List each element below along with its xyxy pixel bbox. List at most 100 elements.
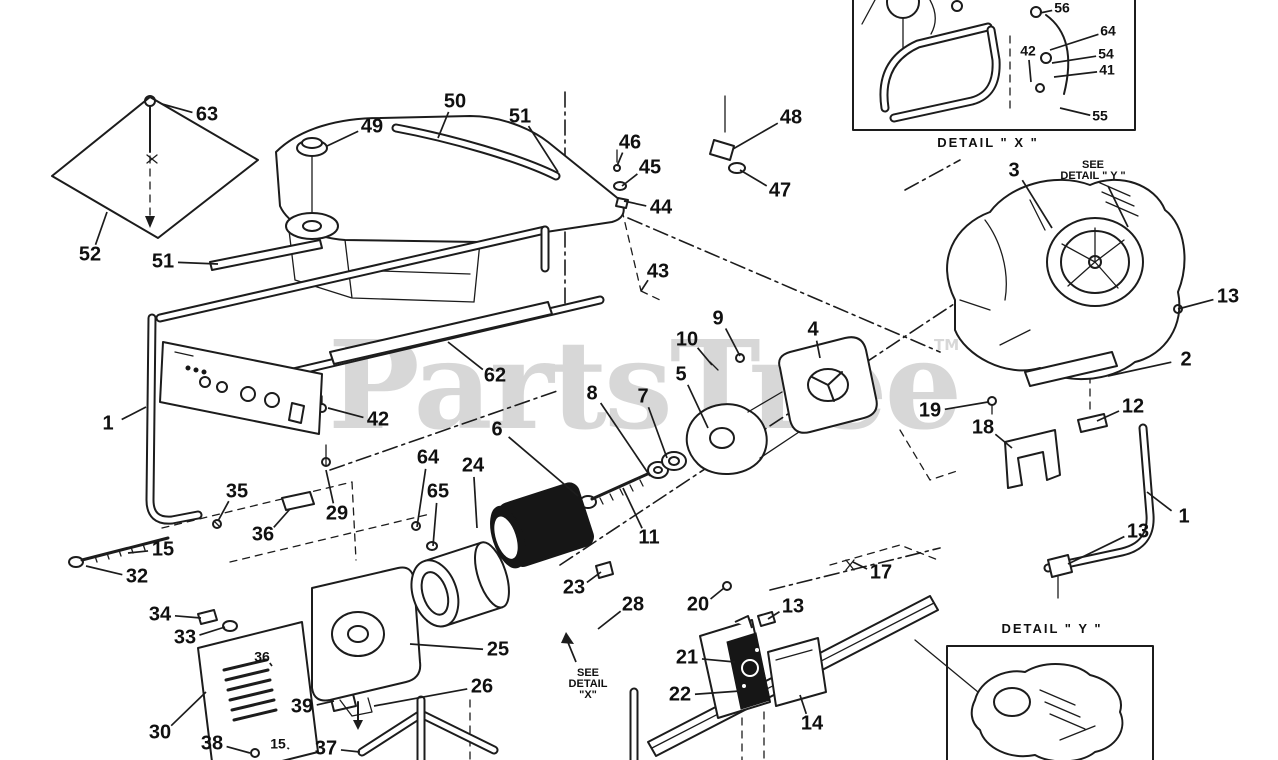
detail-y-caption: DETAIL " Y ": [1001, 621, 1102, 636]
detail-y-box: DETAIL " Y ": [914, 621, 1154, 760]
leader-line-38: [226, 745, 251, 754]
part-label-41: 41: [1099, 62, 1115, 78]
leader-line-50: [437, 111, 450, 139]
part-label-47: 47: [769, 179, 791, 201]
leader-line-65: [432, 502, 438, 547]
sheet-panel-outline: [51, 95, 259, 239]
part-label-26: 26: [471, 675, 493, 697]
part-label-19: 19: [919, 399, 941, 421]
leader-line-44: [623, 200, 647, 207]
leader-line-43: [640, 279, 649, 292]
leader-line-9: [724, 328, 741, 357]
leader-line-35: [217, 500, 230, 522]
see-detail-x-leader: [566, 639, 577, 663]
part-label-34: 34: [149, 603, 172, 625]
part-label-18: 18: [972, 416, 994, 438]
part-label-9: 9: [712, 307, 723, 329]
leader-line-1: [1146, 491, 1173, 512]
part-label-38: 38: [201, 732, 223, 754]
see-detail-y-leader: [1107, 185, 1129, 228]
leader-line-7: [647, 406, 668, 459]
part-label-29: 29: [326, 502, 348, 524]
leader-line-3: [1021, 179, 1053, 229]
part-label-48: 48: [780, 106, 802, 128]
engine-mount-outline: [987, 304, 1183, 599]
part-label-10: 10: [676, 328, 698, 350]
part-label-63: 63: [196, 103, 218, 125]
part-label-54: 54: [1098, 46, 1114, 62]
muffler-outline: [699, 559, 855, 719]
part-label-14: 14: [801, 712, 824, 734]
leader-line-64: [1049, 33, 1099, 51]
leader-line-1: [121, 406, 147, 421]
leader-line-19: [944, 401, 989, 411]
part-label-11: 11: [638, 526, 659, 548]
leader-line-41: [1053, 71, 1098, 78]
carburetor-parts-outline: [579, 336, 878, 509]
stand-bracket-outline: [357, 695, 499, 760]
part-label-2: 2: [1180, 348, 1191, 370]
part-label-33: 33: [174, 626, 196, 648]
leader-line-51: [177, 261, 219, 265]
part-label-64: 64: [417, 446, 440, 468]
part-label-36: 36: [254, 649, 270, 665]
leader-line-36: [273, 508, 291, 528]
part-label-56: 56: [1054, 0, 1070, 16]
leader-line-37: [340, 749, 361, 753]
part-label-4: 4: [807, 318, 819, 340]
leader-line-32: [85, 565, 123, 576]
leader-line-20: [710, 587, 725, 600]
leader-line-49: [326, 130, 359, 147]
leader-line-54: [1051, 55, 1097, 64]
leader-line-56: [1039, 9, 1053, 14]
leader-line-42: [1028, 59, 1032, 83]
leader-line-33: [199, 626, 226, 636]
leader-line-13: [767, 611, 780, 620]
fuel-tank-outline: [209, 115, 625, 303]
part-label-45: 45: [639, 156, 661, 178]
part-label-1: 1: [1178, 505, 1189, 527]
leader-line-55: [1059, 107, 1091, 117]
part-label-65: 65: [427, 480, 449, 502]
control-panel-outline: [159, 341, 323, 435]
part-label-37: 37: [315, 737, 337, 759]
leader-line-25: [409, 643, 484, 651]
part-label-13: 13: [1127, 520, 1149, 542]
leader-line-24: [473, 476, 478, 529]
leader-line-18: [994, 433, 1013, 449]
leader-line-15: [286, 747, 290, 750]
part-label-62: 62: [484, 364, 506, 386]
air-cleaner-outline: [410, 482, 614, 628]
part-label-8: 8: [586, 382, 597, 404]
part-label-28: 28: [622, 593, 644, 615]
leader-line-17: [852, 561, 868, 570]
leader-line-21: [701, 658, 736, 663]
part-label-13: 13: [1217, 285, 1239, 307]
part-label-55: 55: [1092, 108, 1108, 124]
part-label-42: 42: [1020, 43, 1036, 59]
part-label-52: 52: [79, 243, 101, 265]
leader-line-14: [799, 694, 808, 715]
part-label-39: 39: [291, 695, 313, 717]
fuel-valve-outline: [613, 95, 746, 209]
part-label-12: 12: [1122, 395, 1144, 417]
part-label-23: 23: [563, 576, 585, 598]
detail-x-box: DETAIL " X ": [852, 0, 1136, 150]
leader-line-51: [527, 125, 559, 173]
leader-line-6: [508, 436, 579, 497]
part-label-46: 46: [619, 131, 641, 153]
leader-line-64: [416, 468, 427, 528]
leader-line-22: [694, 690, 741, 696]
see-detail-x-text-line3: "X": [579, 689, 597, 701]
leader-line-39: [316, 700, 335, 706]
leader-line-36: [269, 662, 273, 667]
leader-line-30: [170, 691, 207, 727]
leader-line-13: [1177, 298, 1214, 310]
see-detail-y-text-line2: DETAIL " Y ": [1060, 170, 1125, 182]
part-label-51: 51: [509, 105, 531, 127]
rear-panel-outline: [197, 621, 357, 760]
leader-line-12: [1096, 410, 1120, 422]
